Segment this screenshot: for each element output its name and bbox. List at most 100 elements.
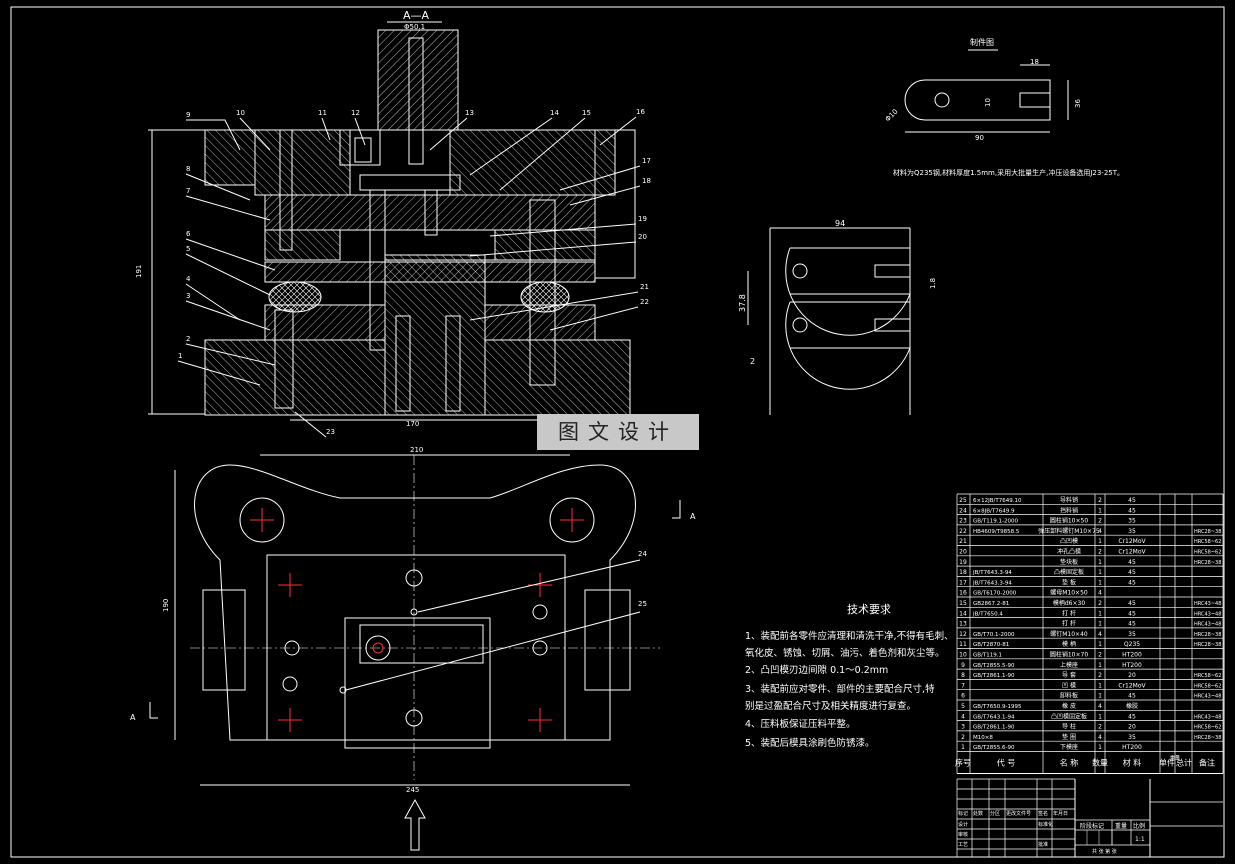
part-20: 20 [638,233,647,241]
bom-row-21-note: HRC58~62 [1194,539,1221,545]
bom-row-18-qty: 1 [1098,569,1102,576]
bom-header-1: 代 号 [997,758,1016,768]
part-12: 12 [351,109,360,117]
part-16: 16 [636,108,645,116]
dim-190: 190 [162,599,170,612]
bom-row-18-material: 45 [1128,569,1136,576]
bom-header-2: 名 称 [1060,758,1079,768]
bom-row-2-no: 2 [961,734,965,741]
bom-row-10-material: HT200 [1122,652,1142,659]
wp-dim-10: 10 [984,98,992,107]
bom-row-4-code: GB/T7643.1-94 [973,714,1015,720]
bom-row-20-qty: 2 [1098,549,1102,556]
part-21: 21 [640,283,649,291]
bom-row-13-note: HRC43~48 [1194,622,1221,628]
part-14: 14 [550,109,559,117]
bom-row-22-qty: 4 [1098,528,1102,535]
section-dim: Φ50.1 [404,23,425,31]
strip-layout: 94 37.8 1.8 2 [738,219,937,415]
bom-row-15-note: HRC43~48 [1194,601,1221,607]
dim-245: 245 [406,786,419,794]
bom-row-2-code: M10×8 [973,735,993,741]
bom-row-16-no: 16 [959,590,967,597]
bom-row-22-material: 35 [1128,528,1136,535]
bom-row-19-qty: 1 [1098,559,1102,566]
part-1: 1 [178,352,182,360]
bom-row-8-material: 20 [1128,672,1136,679]
bom-row-20-material: Cr12MoV [1118,549,1146,556]
bom-row-2-name: 垫 圈 [1062,733,1076,741]
bom-header-3: 数量 [1092,758,1108,768]
tb-design: 设计 [958,821,968,828]
punch-holder [264,194,596,231]
bom-header-weight: 重量 [1170,755,1180,762]
bom-row-12-qty: 4 [1098,631,1102,638]
bom-header-5: 单件 [1159,758,1175,768]
part-18: 18 [642,177,651,185]
punch-die [384,254,486,416]
bom-row-11-code: GB/T2870-81 [973,642,1009,648]
title-block: 标记处数分区更改文件号签名年月日设计标准化审核工艺批准阶段标记重量比例1:1共 … [956,778,1223,858]
part-17: 17 [642,157,651,165]
bom-row-23-qty: 2 [1098,518,1102,525]
strip-dim-37-8: 37.8 [738,294,747,312]
bom-row-6-note: HRC43~48 [1194,694,1221,700]
part-7: 7 [186,187,190,195]
bom-row-1-no: 1 [961,744,965,751]
bom-row-5-name: 橡 皮 [1062,702,1076,710]
tb-label-0: 标记 [958,810,968,817]
lower-die-base-outline [194,464,636,741]
strip-dim-2: 2 [750,357,755,366]
bom-row-25-qty: 2 [1098,497,1102,504]
bom-row-21-no: 21 [959,538,967,545]
bom-header-7: 备注 [1199,758,1215,768]
tech-requirements: 技术要求 1、装配前各零件应清理和清洗干净,不得有毛刺、 氧化皮、锈蚀、切屑、油… [745,603,954,749]
tech-title: 技术要求 [847,603,891,616]
tb-label-1: 处数 [973,810,983,817]
tb-weight: 重量 [1115,822,1127,830]
bom-row-16-name: 螺母M10×50 [1050,589,1088,597]
strip-part-lower [785,301,911,390]
bom-row-15-qty: 2 [1098,600,1102,607]
bom-row-14-no: 14 [959,610,967,617]
sheet-border [10,6,1225,858]
bom-row-1-qty: 1 [1098,744,1102,751]
bom-row-25-code: 6×12JB/T7649.10 [973,498,1022,504]
bom-row-6-qty: 1 [1098,693,1102,700]
bom-row-14-material: 45 [1128,610,1136,617]
part-9: 9 [186,111,190,119]
bom-row-18-name: 凸模固定板 [1054,568,1084,576]
dim-170: 170 [406,420,419,428]
bom-row-7-material: Cr12MoV [1118,682,1146,689]
bom-row-19-no: 19 [959,559,967,566]
part-8: 8 [186,165,190,173]
bom-row-8-note: HRC58~62 [1194,673,1221,679]
bom-row-20-note: HRC58~62 [1194,550,1221,556]
part-2: 2 [186,335,190,343]
bom-row-9-code: GB/T2855.5-90 [973,663,1015,669]
bom-row-14-code: JB/T7650.4 [972,611,1003,617]
bom-row-14-qty: 1 [1098,610,1102,617]
wp-material-note: 材料为Q235钢,材料厚度1.5mm,采用大批量生产,冲压设备选用J23-25T… [893,168,1124,177]
bom-row-8-no: 8 [961,672,965,679]
bom-row-11-qty: 1 [1098,641,1102,648]
bom-row-25-name: 导料销 [1060,496,1078,504]
bom-row-19-name: 垫块板 [1060,558,1078,566]
tb-label-3: 更改文件号 [1006,810,1031,817]
bom-row-11-name: 模 柄 [1062,640,1076,648]
bom-header-6: 总计 [1176,758,1192,768]
bom-row-14-note: HRC43~48 [1194,611,1221,617]
plan-view: 210 24 25 245 1 [130,446,696,851]
bom-row-8-qty: 2 [1098,672,1102,679]
bom-row-17-material: 45 [1128,579,1136,586]
tb-sheets: 共 张 第 张 [1092,848,1117,855]
tech-item-5: 5、装配后模具涂刷色防锈漆。 [745,737,875,749]
bom-row-10-qty: 2 [1098,652,1102,659]
bom-row-12-material: 35 [1128,631,1136,638]
tech-item-2: 2、凸凹模刃边间隙 0.1～0.2mm [745,664,888,676]
bom-row-3-material: 20 [1128,724,1136,731]
bom-row-9-qty: 1 [1098,662,1102,669]
bom-row-25-no: 25 [959,497,967,504]
section-view: A—A Φ50.1 [135,9,651,438]
bom-row-4-name: 凸凹模固定板 [1051,712,1087,720]
